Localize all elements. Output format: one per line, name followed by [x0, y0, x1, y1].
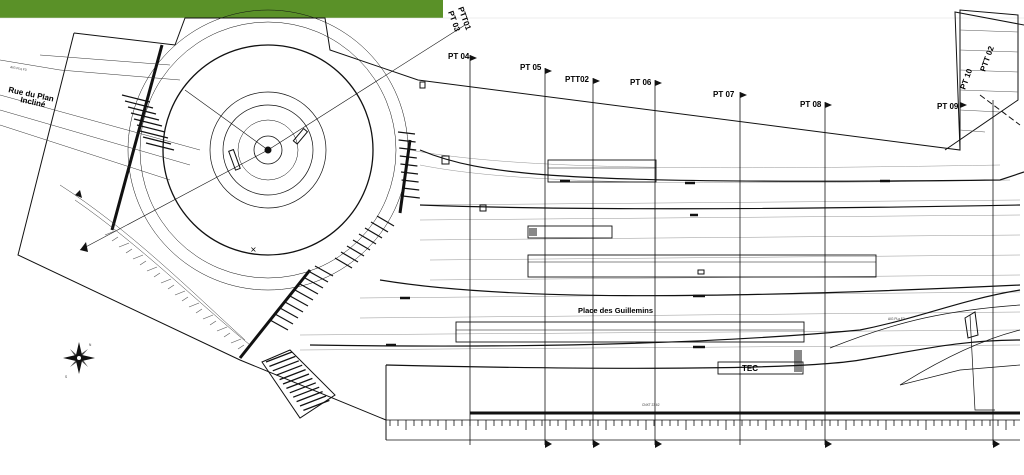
annotation-cote: CNXT 23.62: [642, 403, 660, 407]
svg-text:×: ×: [250, 245, 257, 254]
profile-point-labels: PT 04 PT 05 PTT02 PT 06 PT 07 PT 08 PT 0…: [446, 6, 996, 111]
profile-point-ptt02-right: PTT 02: [978, 44, 996, 72]
svg-text:N: N: [89, 343, 92, 347]
header-color-bar: [0, 0, 443, 18]
site-boundary: [73, 11, 1024, 151]
profile-point-pt05: PT 05: [520, 63, 542, 72]
profile-point-ptt02: PTT02: [565, 75, 590, 84]
profile-point-pt04: PT 04: [448, 52, 470, 61]
profile-point-pt07: PT 07: [713, 90, 735, 99]
place-label: Place des Guillemins: [578, 306, 653, 315]
tec-label: TEC: [742, 364, 758, 373]
north-arrow: N S: [63, 342, 95, 379]
profile-point-pt09: PT 09: [937, 102, 959, 111]
svg-text:S: S: [65, 375, 67, 379]
annotation-aig-left: AIG PLq F3: [10, 65, 27, 72]
profile-point-pt06: PT 06: [630, 78, 652, 87]
annotation-aig-right: AIG PLq F3: [888, 317, 905, 321]
roundabout: [127, 9, 409, 291]
profile-point-pt08: PT 08: [800, 100, 822, 109]
profile-point-pt10: PT 10: [958, 67, 974, 91]
stair-ramp: [261, 349, 336, 419]
